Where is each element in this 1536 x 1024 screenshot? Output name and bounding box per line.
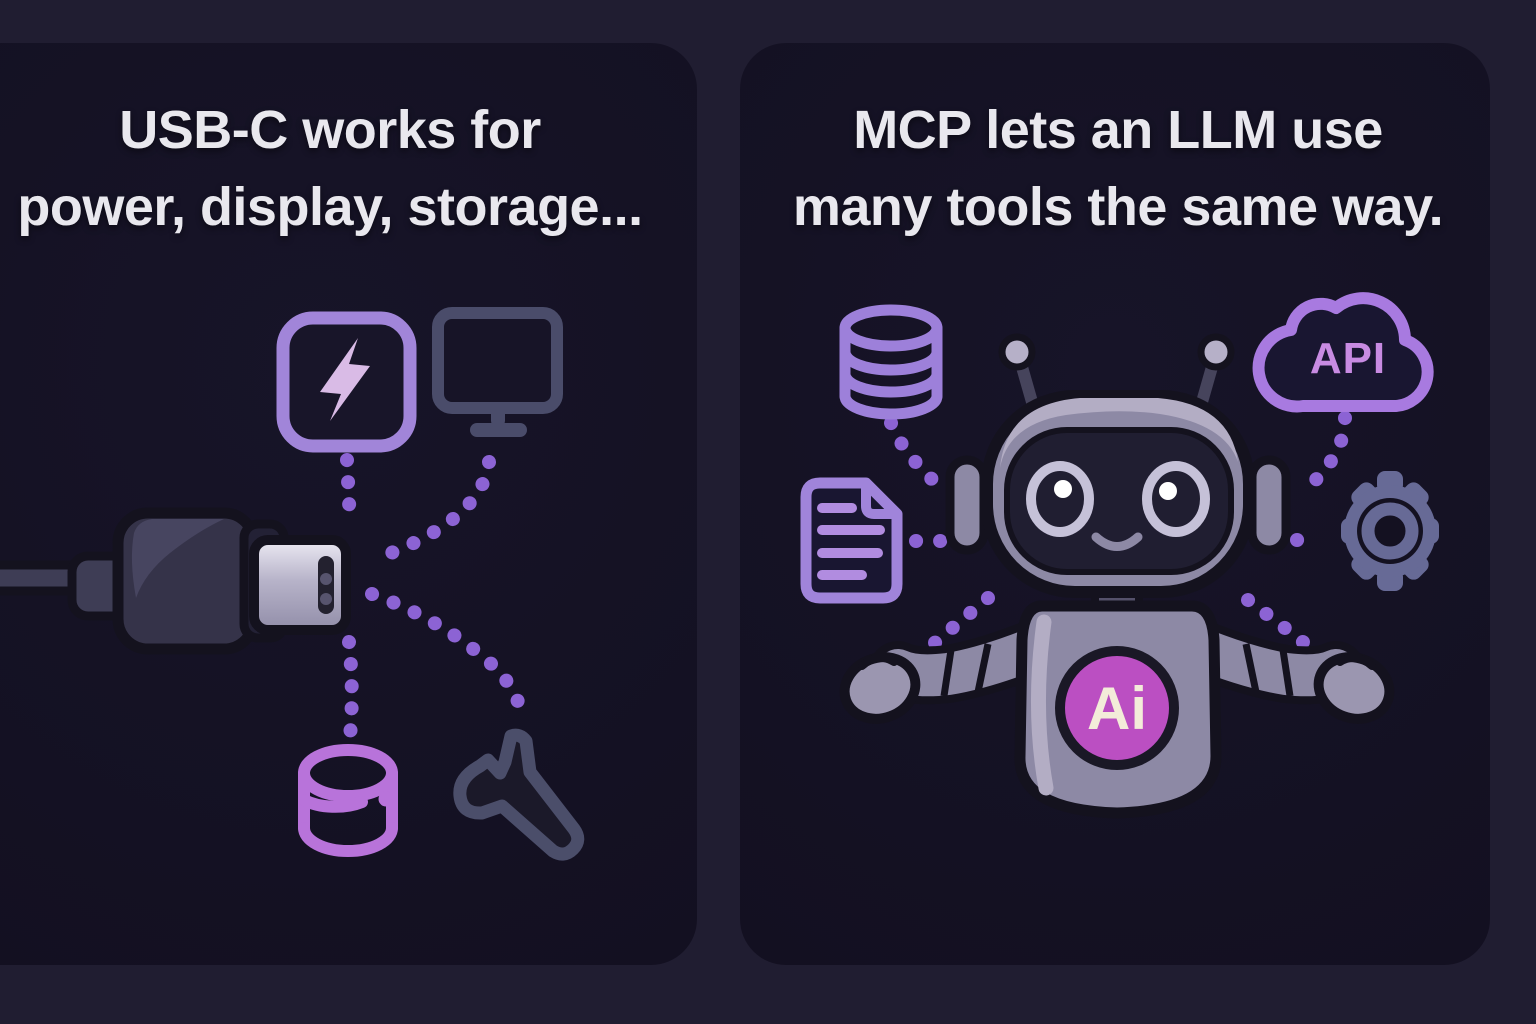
mcp-title-line2: many tools the same way. <box>792 177 1444 237</box>
dotted-line-database <box>342 635 359 744</box>
robot-ear-right <box>1247 455 1291 555</box>
api-cloud-icon: API <box>1252 292 1434 413</box>
dotted-line-monitor <box>371 455 496 565</box>
usb-c-panel-title: USB-C works for power, display, storage.… <box>17 92 643 246</box>
tool-wrench-icon <box>453 728 585 861</box>
usb-plug-highlight <box>131 519 224 598</box>
robot-arm-right <box>1170 619 1395 724</box>
dotted-line-lightning <box>340 453 357 529</box>
usb-tip-pin1 <box>320 573 332 585</box>
ai-robot-mascot: Ai <box>839 333 1395 819</box>
antenna-ball-right <box>1197 333 1235 371</box>
robot-body: Ai <box>1014 600 1222 819</box>
robot-ear-left <box>945 455 989 555</box>
usb-c-title-line2: power, display, storage... <box>17 177 643 237</box>
monitor-stand-stem <box>491 406 505 426</box>
usb-c-dotted-connectors <box>340 453 533 744</box>
api-cloud-label: API <box>1310 334 1386 383</box>
robot-eye-left <box>1026 461 1094 537</box>
robot-smile <box>1091 532 1143 551</box>
robot-head <box>981 390 1255 598</box>
antenna-ball-left <box>998 333 1036 371</box>
robot-pupil-left <box>1054 480 1072 498</box>
usb-c-title-line1: USB-C works for <box>119 100 541 160</box>
lightning-bolt <box>320 338 370 421</box>
gear-icon <box>1341 471 1439 591</box>
monitor-stand-base <box>470 423 527 437</box>
display-monitor-icon <box>432 307 563 437</box>
ai-badge-label: Ai <box>1087 675 1147 742</box>
power-lightning-icon <box>276 311 417 453</box>
robot-eye-right <box>1142 461 1210 537</box>
document-lines <box>817 503 885 580</box>
dotted-line-db-to-robot <box>884 416 953 499</box>
usb-tip-pin2 <box>320 593 332 605</box>
robot-arm-left <box>839 619 1064 724</box>
mcp-panel-title: MCP lets an LLM use many tools the same … <box>792 92 1444 246</box>
robot-body-highlight <box>1030 614 1054 796</box>
robot-helmet-highlight <box>1000 398 1238 468</box>
storage-database-icon <box>298 744 398 857</box>
document-fold <box>861 484 896 519</box>
usb-c-connector <box>0 507 351 655</box>
database-icon <box>839 304 943 420</box>
mcp-title-line1: MCP lets an LLM use <box>853 100 1383 160</box>
robot-pupil-right <box>1159 482 1177 500</box>
dotted-line-api-to-robot <box>1298 411 1352 497</box>
document-icon <box>800 477 903 604</box>
gear-center-hole <box>1361 502 1419 560</box>
ai-badge <box>1055 646 1179 770</box>
dotted-line-wrench <box>365 587 533 729</box>
